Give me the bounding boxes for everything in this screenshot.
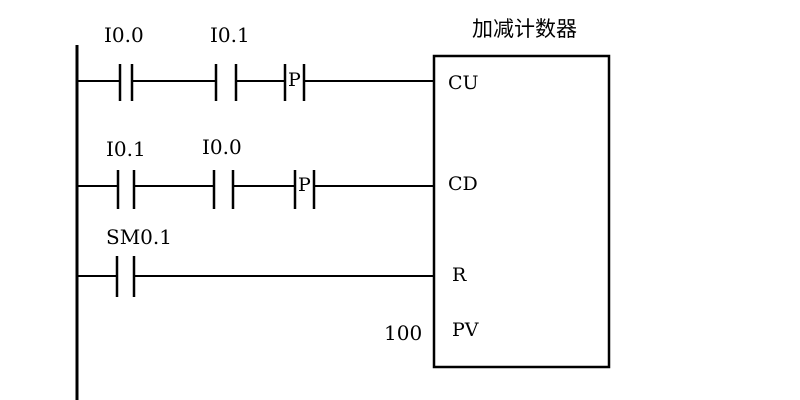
contact-label: I0.0: [202, 135, 242, 159]
contact-no: [116, 170, 136, 209]
rung-3: SM0.1: [77, 225, 434, 297]
rung-2: I0.1 I0.0 P: [77, 135, 434, 209]
counter-pin-cu: CU: [448, 72, 479, 94]
contact-label: I0.1: [106, 137, 146, 161]
preset-value: 100: [384, 321, 422, 345]
rung-1: I0.0 I0.1 P: [77, 23, 434, 101]
contact-label: SM0.1: [106, 225, 172, 249]
counter-pin-cd: CD: [448, 173, 478, 195]
edge-label: P: [298, 174, 311, 196]
counter-pin-r: R: [452, 264, 467, 286]
contact-no: [115, 256, 136, 297]
contact-no: [118, 64, 134, 101]
contact-no: [212, 170, 235, 209]
counter-block: 加减计数器 CU CD R PV 100: [384, 17, 611, 369]
counter-box: [432, 54, 611, 369]
contact-label: I0.1: [210, 23, 250, 47]
positive-edge-contact: P: [293, 170, 316, 209]
contact-no: [214, 64, 238, 101]
positive-edge-contact: P: [283, 64, 306, 101]
contact-label: I0.0: [104, 23, 144, 47]
edge-label: P: [288, 69, 301, 91]
counter-pin-pv: PV: [452, 319, 479, 341]
counter-title: 加减计数器: [472, 17, 577, 41]
